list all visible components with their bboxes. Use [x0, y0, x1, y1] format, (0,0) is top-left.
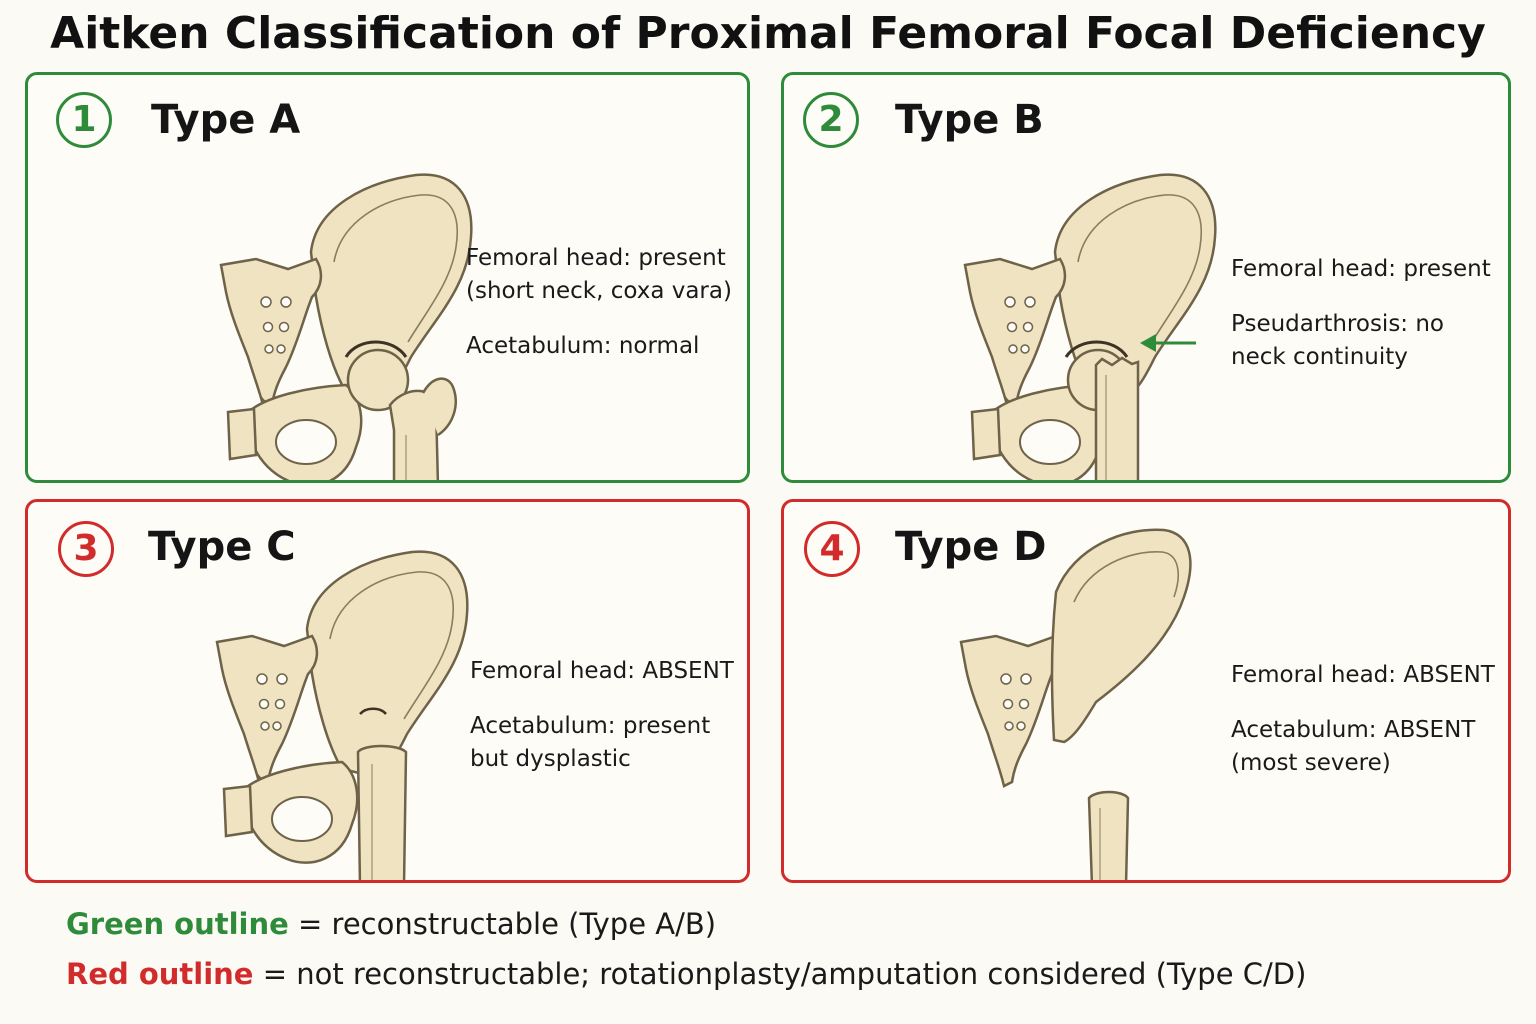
type-d-line: Femoral head: ABSENT — [1231, 662, 1495, 688]
type-d-number-badge: 4 — [804, 521, 860, 577]
type-c-line: Femoral head: ABSENT — [470, 658, 734, 684]
type-d-description: Femoral head: ABSENT Acetabulum: ABSENT … — [1231, 659, 1495, 780]
legend-red-key: Red outline — [66, 957, 254, 991]
legend-green-key: Green outline — [66, 907, 289, 941]
hip-illustration-type-c — [215, 550, 469, 880]
type-c-line: Acetabulum: present — [470, 713, 711, 739]
hip-illustration-type-d — [959, 528, 1192, 880]
type-c-line: but dysplastic — [470, 746, 631, 772]
legend-red: Red outline = not reconstructable; rotat… — [66, 957, 1306, 991]
type-a-line: (short neck, coxa vara) — [466, 278, 732, 304]
type-d-line: Acetabulum: ABSENT — [1231, 717, 1476, 743]
type-d-line: (most severe) — [1231, 750, 1391, 776]
type-b-title: Type B — [895, 97, 1044, 143]
type-b-line: Femoral head: present — [1231, 256, 1491, 282]
type-c-description: Femoral head: ABSENT Acetabulum: present… — [470, 655, 734, 776]
type-c-number-badge: 3 — [58, 521, 114, 577]
type-a-line: Acetabulum: normal — [466, 333, 700, 359]
type-b-line: neck continuity — [1231, 344, 1408, 370]
panel-type-b: 2 Type B Femoral head: present Pseudarth… — [781, 72, 1511, 483]
type-a-description: Femoral head: present (short neck, coxa … — [466, 242, 732, 363]
type-b-number-badge: 2 — [803, 92, 859, 148]
legend-green: Green outline = reconstructable (Type A/… — [66, 907, 716, 941]
legend-green-text: = reconstructable (Type A/B) — [298, 907, 717, 941]
panel-type-a: 1 Type A Femoral head: present (short ne… — [25, 72, 750, 483]
hip-illustration-type-b — [963, 173, 1217, 480]
type-b-description: Femoral head: present Pseudarthrosis: no… — [1231, 253, 1491, 374]
type-d-title: Type D — [895, 524, 1047, 570]
hip-illustration-type-a — [219, 173, 473, 480]
type-a-line: Femoral head: present — [466, 245, 726, 271]
type-a-number-badge: 1 — [56, 92, 112, 148]
type-c-title: Type C — [148, 524, 296, 570]
type-b-line: Pseudarthrosis: no — [1231, 311, 1445, 337]
panel-type-d: 4 Type D Femoral head: ABSENT Acetabulum… — [781, 499, 1511, 883]
type-a-title: Type A — [151, 97, 301, 143]
page-title: Aitken Classification of Proximal Femora… — [50, 8, 1486, 59]
legend-red-text: = not reconstructable; rotationplasty/am… — [262, 957, 1307, 991]
panel-type-c: 3 Type C Femoral head: ABSENT Acetabulum… — [25, 499, 750, 883]
